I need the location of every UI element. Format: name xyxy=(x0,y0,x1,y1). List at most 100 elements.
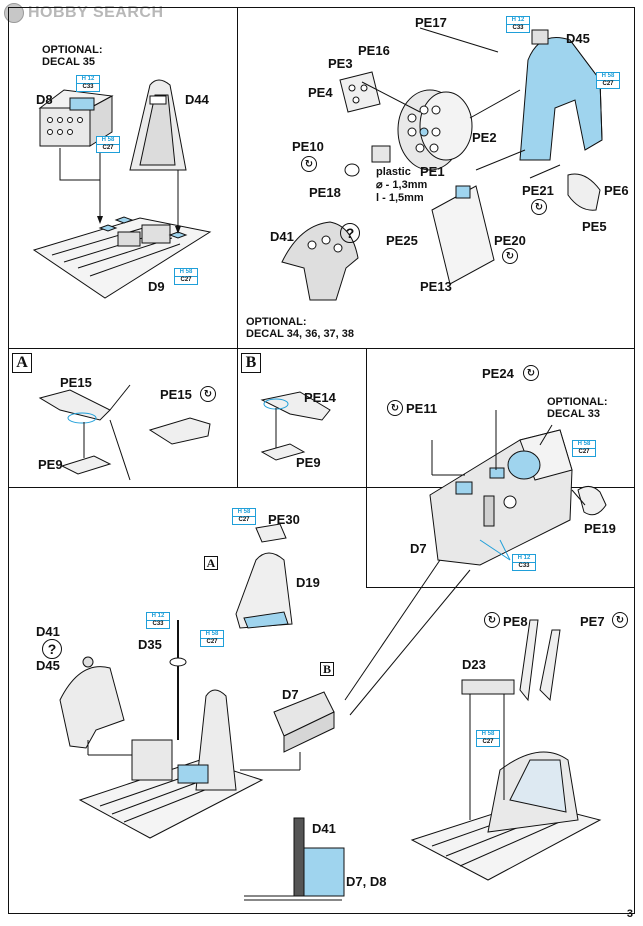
pe20-bend-icon: ↻ xyxy=(502,248,518,264)
label-d7-d8: D7, D8 xyxy=(346,874,387,889)
chip-top: H 12 xyxy=(511,17,525,23)
chip-bottom: C27 xyxy=(233,516,255,524)
pe7-bend-icon: ↻ xyxy=(612,612,628,628)
label-pe13: PE13 xyxy=(420,279,452,294)
step4-section-detail xyxy=(244,817,345,901)
chip-bottom: C27 xyxy=(597,80,619,88)
chip-top: H 58 xyxy=(179,269,193,275)
label-pe10: PE10 xyxy=(292,139,324,154)
label-d45: D45 xyxy=(566,31,590,46)
step4-part-d19 xyxy=(235,552,293,629)
step4-part-d7 xyxy=(273,691,335,753)
label-d45-step4: D45 xyxy=(36,658,60,673)
chip-top: H 58 xyxy=(601,73,615,79)
label-d41-section: D41 xyxy=(312,821,336,836)
label-pe5: PE5 xyxy=(582,219,607,234)
step1-floor-d9 xyxy=(32,216,212,299)
label-pe16: PE16 xyxy=(358,43,390,58)
pe24-bend-icon: ↻ xyxy=(523,365,539,381)
label-d7-step3: D7 xyxy=(410,541,427,556)
label-pe4: PE4 xyxy=(308,85,333,100)
chip-bottom: C27 xyxy=(175,276,197,284)
pe11-bend-icon: ↻ xyxy=(387,400,403,416)
stepA-pe15-bent xyxy=(148,417,211,445)
step3-optional-line2: DECAL 33 xyxy=(547,408,600,420)
label-pe8: PE8 xyxy=(503,614,528,629)
label-pe6: PE6 xyxy=(604,183,629,198)
step4-part-d45 xyxy=(59,656,125,749)
step-a-marker: A xyxy=(12,353,32,373)
label-pe15-bent: PE15 xyxy=(160,387,192,402)
chip-top: H 58 xyxy=(481,731,495,737)
chip-top: H 58 xyxy=(577,441,591,447)
label-pe19: PE19 xyxy=(584,521,616,536)
step2-part-pe6 xyxy=(567,173,601,211)
label-pe20: PE20 xyxy=(494,233,526,248)
sub-assembly-a-marker: A xyxy=(204,556,218,570)
label-d41-step4: D41 xyxy=(36,624,60,639)
watermark-logo: HOBBY SEARCH xyxy=(4,3,164,23)
panel-step3 xyxy=(366,348,635,588)
chip-bottom: C27 xyxy=(97,144,119,152)
label-pe7: PE7 xyxy=(580,614,605,629)
logo-circle-icon xyxy=(4,3,24,23)
step3-optional-note: OPTIONAL: DECAL 33 xyxy=(547,396,608,420)
label-pe17: PE17 xyxy=(415,15,447,30)
label-pe9-a: PE9 xyxy=(38,457,63,472)
d41-optional-question-icon: ? xyxy=(340,223,360,243)
panel-step4 xyxy=(8,487,635,914)
step1-part-d44 xyxy=(129,79,187,171)
pe15-bend-icon: ↻ xyxy=(200,386,216,402)
step2-part-pe3 xyxy=(339,71,381,113)
label-d8: D8 xyxy=(36,92,53,107)
step1-optional-line2: DECAL 35 xyxy=(42,56,95,68)
label-d44: D44 xyxy=(185,92,209,107)
label-pe11: PE11 xyxy=(406,401,438,416)
step5-seat xyxy=(487,619,579,833)
label-pe9-b: PE9 xyxy=(296,455,321,470)
label-d35: D35 xyxy=(138,637,162,652)
label-d23: D23 xyxy=(462,657,486,672)
step2-part-pe2 xyxy=(397,89,473,171)
chip-bottom: C33 xyxy=(147,620,169,628)
chip-top: H 58 xyxy=(205,631,219,637)
step2-optional-line1: OPTIONAL: xyxy=(246,316,307,328)
label-d9: D9 xyxy=(148,279,165,294)
label-pe21: PE21 xyxy=(522,183,554,198)
plastic-line2: ⌀ - 1,3mm xyxy=(376,179,428,191)
label-pe14: PE14 xyxy=(304,390,336,405)
sub-assembly-b-marker: B xyxy=(320,662,334,676)
step1-optional-line1: OPTIONAL: xyxy=(42,44,103,56)
d41-step4-question-icon: ? xyxy=(42,639,62,659)
plastic-line3: l - 1,5mm xyxy=(376,192,424,204)
chip-top: H 12 xyxy=(517,555,531,561)
step2-part-d41 xyxy=(281,221,359,301)
step3-optional-line1: OPTIONAL: xyxy=(547,396,608,408)
plastic-rod-note: plastic ⌀ - 1,3mm l - 1,5mm xyxy=(376,166,427,205)
chip-bottom: C33 xyxy=(513,562,535,570)
step2-part-d45 xyxy=(519,29,603,161)
chip-bottom: C33 xyxy=(507,24,529,32)
pe8-bend-icon: ↻ xyxy=(484,612,500,628)
step2-part-pe13 xyxy=(431,185,495,285)
label-pe3: PE3 xyxy=(328,56,353,71)
step4-cockpit xyxy=(131,620,237,791)
label-pe1: PE1 xyxy=(420,164,445,179)
pe10-bend-icon: ↻ xyxy=(301,156,317,172)
label-pe15: PE15 xyxy=(60,375,92,390)
label-pe24: PE24 xyxy=(482,366,514,381)
chip-bottom: C27 xyxy=(573,448,595,456)
step2-optional-note: OPTIONAL: DECAL 34, 36, 37, 38 xyxy=(246,316,354,340)
label-d7-step4: D7 xyxy=(282,687,299,702)
step1-optional-note: OPTIONAL: DECAL 35 xyxy=(42,44,103,68)
